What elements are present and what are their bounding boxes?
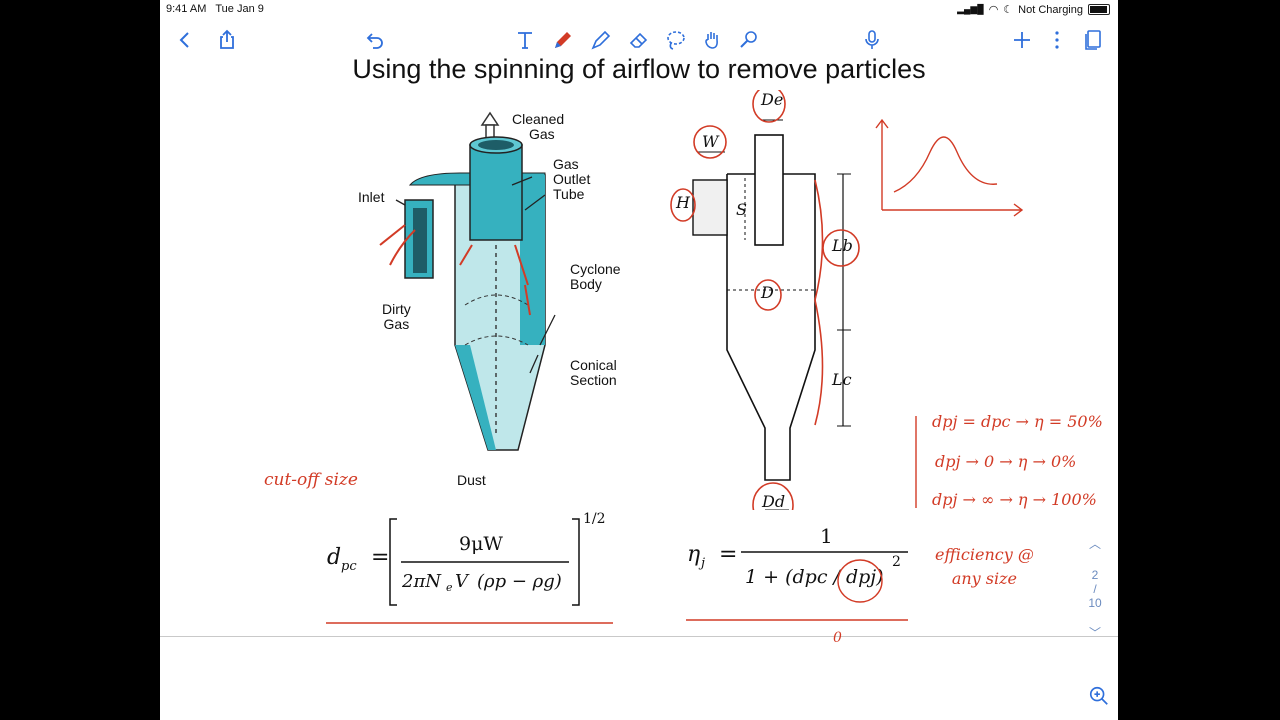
formula-cut-off-size: d pc = 9μW 2πN e V (ρp − ρg) 1/2 bbox=[325, 505, 615, 625]
note-cut-off-size: cut-off size bbox=[264, 470, 358, 490]
dim-w: W bbox=[702, 132, 719, 151]
label-dust: Dust bbox=[457, 472, 486, 488]
sketch-efficiency-curve bbox=[875, 118, 1024, 217]
app-screen: 9:41 AM Tue Jan 9 ▂▄▆█ ◠ ☾ Not Charging bbox=[160, 0, 1118, 720]
toolbar bbox=[160, 20, 1118, 60]
formula-efficiency: η j = 1 1 + (dpc / dpj) 2 bbox=[685, 522, 915, 630]
moon-icon: ☾ bbox=[1003, 4, 1014, 16]
wifi-icon: ◠ bbox=[988, 4, 999, 16]
cyclone-dimension-diagram bbox=[670, 90, 860, 510]
page-title: Using the spinning of airflow to remove … bbox=[352, 54, 926, 84]
note-zero: 0 bbox=[833, 630, 842, 646]
note-rule-1: dpj = dpc → η = 50% bbox=[932, 412, 1103, 431]
share-icon[interactable] bbox=[212, 26, 242, 54]
note-rule-2: dpj → 0 → η → 0% bbox=[935, 452, 1077, 471]
microphone-icon[interactable] bbox=[857, 26, 887, 54]
dim-s: S bbox=[736, 200, 747, 219]
dim-d: D bbox=[761, 283, 774, 302]
more-icon[interactable] bbox=[1042, 26, 1072, 54]
back-icon[interactable] bbox=[170, 26, 200, 54]
chevron-up-icon[interactable]: ︿ bbox=[1088, 537, 1101, 551]
page-navigator[interactable]: ︿ 2 / 10 ﹀ bbox=[1082, 535, 1108, 641]
highlighter-icon[interactable] bbox=[586, 26, 616, 54]
zoom-icon[interactable] bbox=[1088, 685, 1110, 712]
dim-de: De bbox=[761, 90, 784, 109]
add-icon[interactable] bbox=[1007, 26, 1037, 54]
hand-icon[interactable] bbox=[697, 26, 727, 54]
pen-icon[interactable] bbox=[548, 26, 578, 54]
laser-pointer-icon[interactable] bbox=[734, 26, 764, 54]
lasso-icon[interactable] bbox=[660, 26, 690, 54]
battery-label: Not Charging bbox=[1018, 3, 1083, 16]
status-bar: 9:41 AM Tue Jan 9 ▂▄▆█ ◠ ☾ Not Charging bbox=[160, 0, 1118, 20]
eraser-icon[interactable] bbox=[624, 26, 654, 54]
dim-lc: Lc bbox=[832, 370, 852, 389]
page-total: 10 bbox=[1088, 596, 1102, 610]
note-efficiency-any-size: efficiency @any size bbox=[935, 545, 1034, 588]
note-page[interactable]: Using the spinning of airflow to remove … bbox=[160, 54, 1118, 646]
text-tool-icon[interactable] bbox=[510, 26, 540, 54]
dim-h: H bbox=[676, 193, 690, 212]
page-separator: / bbox=[1093, 582, 1097, 596]
signal-icon: ▂▄▆█ bbox=[957, 4, 984, 14]
chevron-down-icon[interactable]: ﹀ bbox=[1088, 626, 1101, 640]
battery-icon bbox=[1088, 4, 1110, 15]
note-rule-3: dpj → ∞ → η → 100% bbox=[932, 490, 1097, 509]
status-time: 9:41 AM Tue Jan 9 bbox=[166, 3, 264, 15]
label-inlet: Inlet bbox=[358, 189, 385, 205]
pages-icon[interactable] bbox=[1078, 26, 1108, 54]
undo-icon[interactable] bbox=[360, 26, 390, 54]
page-current: 2 bbox=[1091, 568, 1099, 582]
dim-dd: Dd bbox=[762, 492, 786, 511]
dim-lb: Lb bbox=[832, 236, 853, 255]
cyclone-illustration bbox=[379, 111, 556, 451]
